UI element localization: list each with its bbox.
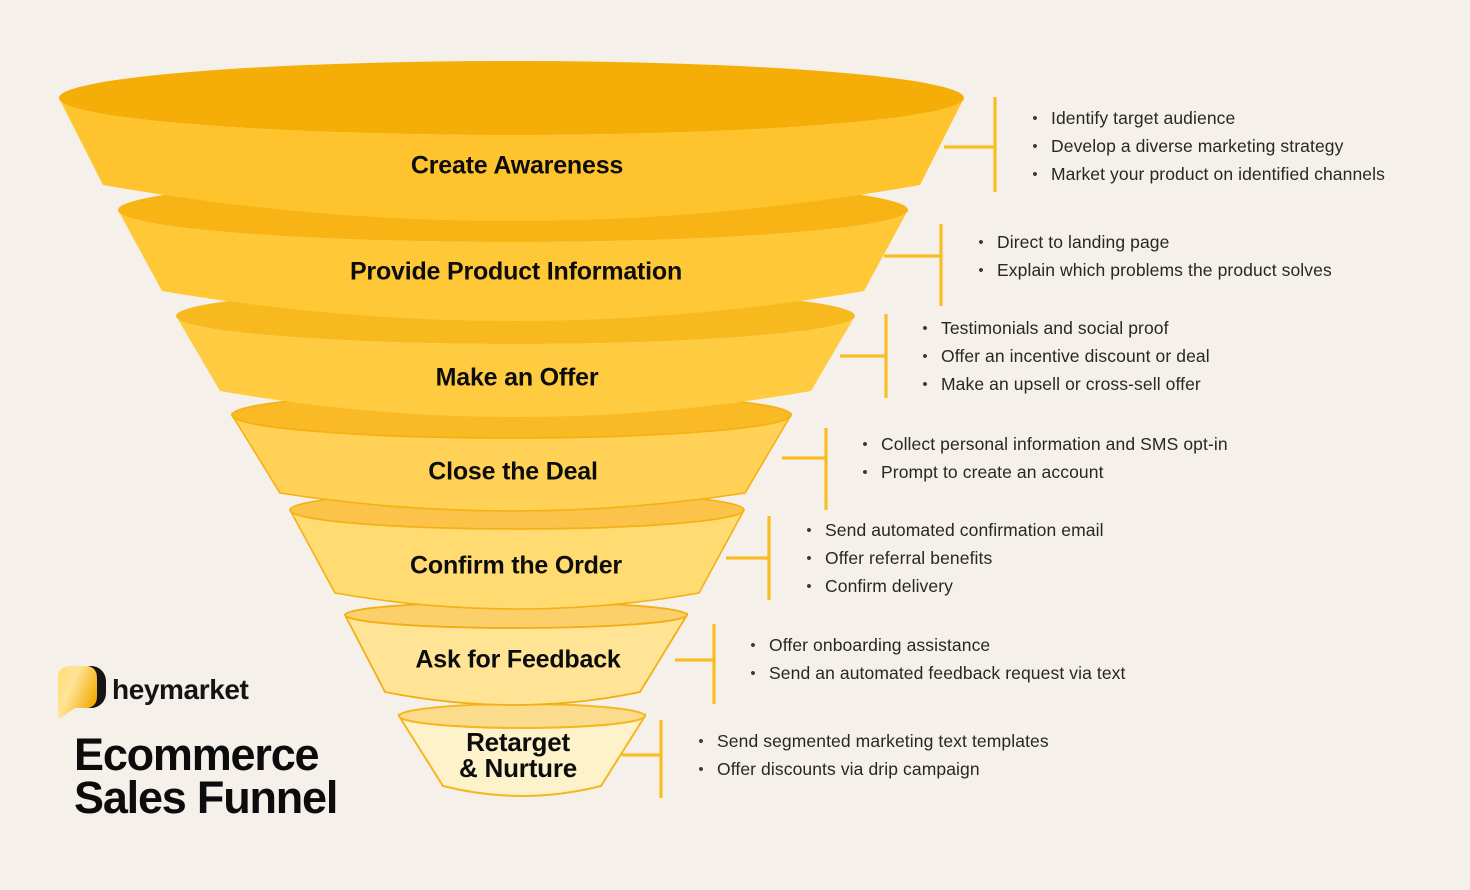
bullet-item: • Send an automated feedback request via …: [748, 659, 1125, 687]
stage-2-notes: • Direct to landing page • Explain which p…: [976, 228, 1332, 284]
connector-stage-1: [944, 97, 997, 192]
bullet-item: • Make an upsell or cross-sell offer: [920, 370, 1210, 398]
stage-1-top-ellipse: [59, 61, 964, 135]
stage-7-body: [397, 712, 647, 797]
brand-wordmark: heymarket: [112, 674, 249, 705]
page-title-line1: Ecommerce: [74, 729, 320, 780]
bullet-item: • Offer discounts via drip campaign: [696, 755, 1049, 783]
bullet-dot: •: [922, 319, 928, 337]
connector-stage-4: [782, 428, 828, 510]
bullet-text: Send segmented marketing text templates: [717, 730, 1049, 751]
connector-stage-6: [675, 624, 716, 704]
funnel-stage-1: [59, 61, 964, 221]
bullet-dot: •: [750, 664, 756, 682]
bullet-item: • Offer an incentive discount or deal: [920, 342, 1210, 370]
bullet-text: Develop a diverse marketing strategy: [1051, 135, 1344, 156]
bullet-text: Testimonials and social proof: [941, 317, 1169, 338]
bullet-dot: •: [978, 233, 984, 251]
bullet-text: Explain which problems the product solve…: [997, 259, 1332, 280]
bullet-dot: •: [750, 636, 756, 654]
bullet-text: Confirm delivery: [825, 575, 954, 596]
bullet-dot: •: [806, 577, 812, 595]
bullet-text: Offer discounts via drip campaign: [717, 758, 980, 779]
bullet-dot: •: [698, 732, 704, 750]
brand-block: heymarket: [54, 662, 249, 722]
connector-stage-2: [884, 224, 943, 306]
stage-label-close-the-deal: Close the Deal: [428, 457, 598, 486]
page-title-line2: Sales Funnel: [74, 772, 338, 823]
stage-5-body: [289, 509, 745, 610]
stage-label-confirm-the-order: Confirm the Order: [410, 551, 622, 580]
bullet-text: Prompt to create an account: [881, 461, 1104, 482]
bullet-item: • Testimonials and social proof: [920, 314, 1210, 342]
stage-5-notes: • Send automated confirmation email • Offe…: [804, 516, 1104, 600]
stage-3-body: [176, 316, 855, 417]
stage-1-notes: • Identify target audience • Develop a div…: [1030, 104, 1385, 188]
stage-7-notes: • Send segmented marketing text templates…: [696, 727, 1049, 783]
stage-1-body: [59, 98, 964, 221]
stage-3-notes: • Testimonials and social proof • Offer an…: [920, 314, 1210, 398]
bullet-item: • Prompt to create an account: [860, 458, 1228, 486]
stage-label-retarget-nurture: Retarget & Nurture: [408, 729, 628, 781]
bullet-text: Collect personal information and SMS opt…: [881, 433, 1228, 454]
bullet-text: Offer an incentive discount or deal: [941, 345, 1210, 366]
bullet-dot: •: [922, 347, 928, 365]
stage-6-body: [344, 611, 688, 706]
bullet-item: • Collect personal information and SMS op…: [860, 430, 1228, 458]
bullet-item: • Confirm delivery: [804, 572, 1104, 600]
bullet-dot: •: [978, 261, 984, 279]
bullet-dot: •: [806, 549, 812, 567]
stage-4-notes: • Collect personal information and SMS op…: [860, 430, 1228, 486]
bullet-text: Offer referral benefits: [825, 547, 993, 568]
bullet-item: • Market your product on identified chann…: [1030, 160, 1385, 188]
stage-label-make-an-offer: Make an Offer: [435, 363, 599, 392]
bullet-item: • Send segmented marketing text templates: [696, 727, 1049, 755]
bullet-dot: •: [1032, 137, 1038, 155]
bullet-item: • Identify target audience: [1030, 104, 1385, 132]
bullet-text: Send automated confirmation email: [825, 519, 1104, 540]
bullet-text: Offer onboarding assistance: [769, 634, 991, 655]
bullet-dot: •: [1032, 165, 1038, 183]
bullet-dot: •: [922, 375, 928, 393]
bullet-text: Send an automated feedback request via t…: [769, 662, 1126, 683]
bullet-dot: •: [862, 435, 868, 453]
connector-stage-3: [840, 314, 888, 398]
stage-label-ask-for-feedback: Ask for Feedback: [415, 645, 621, 674]
bullet-item: • Develop a diverse marketing strategy: [1030, 132, 1385, 160]
bullet-text: Identify target audience: [1051, 107, 1236, 128]
stage-4-body: [231, 411, 792, 512]
funnel-stage-6: [344, 601, 688, 706]
stage-label-retarget-line2: & Nurture: [458, 753, 578, 783]
connector-stage-5: [726, 516, 771, 600]
bullet-text: Direct to landing page: [997, 231, 1170, 252]
stage-2-body: [118, 210, 908, 321]
bullet-dot: •: [1032, 109, 1038, 127]
bullet-text: Market your product on identified channe…: [1051, 163, 1385, 184]
bullet-item: • Explain which problems the product solv…: [976, 256, 1332, 284]
bullet-dot: •: [862, 463, 868, 481]
stage-label-create-awareness: Create Awareness: [410, 151, 624, 180]
speech-bubble-icon: [58, 666, 106, 718]
stage-6-notes: • Offer onboarding assistance • Send an au…: [748, 631, 1125, 687]
connector-lines: [622, 97, 997, 798]
bullet-dot: •: [806, 521, 812, 539]
bullet-item: • Offer onboarding assistance: [748, 631, 1125, 659]
page-title: Ecommerce Sales Funnel: [74, 729, 338, 823]
bullet-text: Make an upsell or cross-sell offer: [941, 373, 1201, 394]
bullet-item: • Direct to landing page: [976, 228, 1332, 256]
stage-label-retarget-line1: Retarget: [466, 727, 570, 757]
bullet-dot: •: [698, 760, 704, 778]
bullet-item: • Offer referral benefits: [804, 544, 1104, 572]
stage-label-provide-product-information: Provide Product Information: [349, 257, 683, 286]
connector-stage-7: [622, 720, 663, 798]
bullet-item: • Send automated confirmation email: [804, 516, 1104, 544]
